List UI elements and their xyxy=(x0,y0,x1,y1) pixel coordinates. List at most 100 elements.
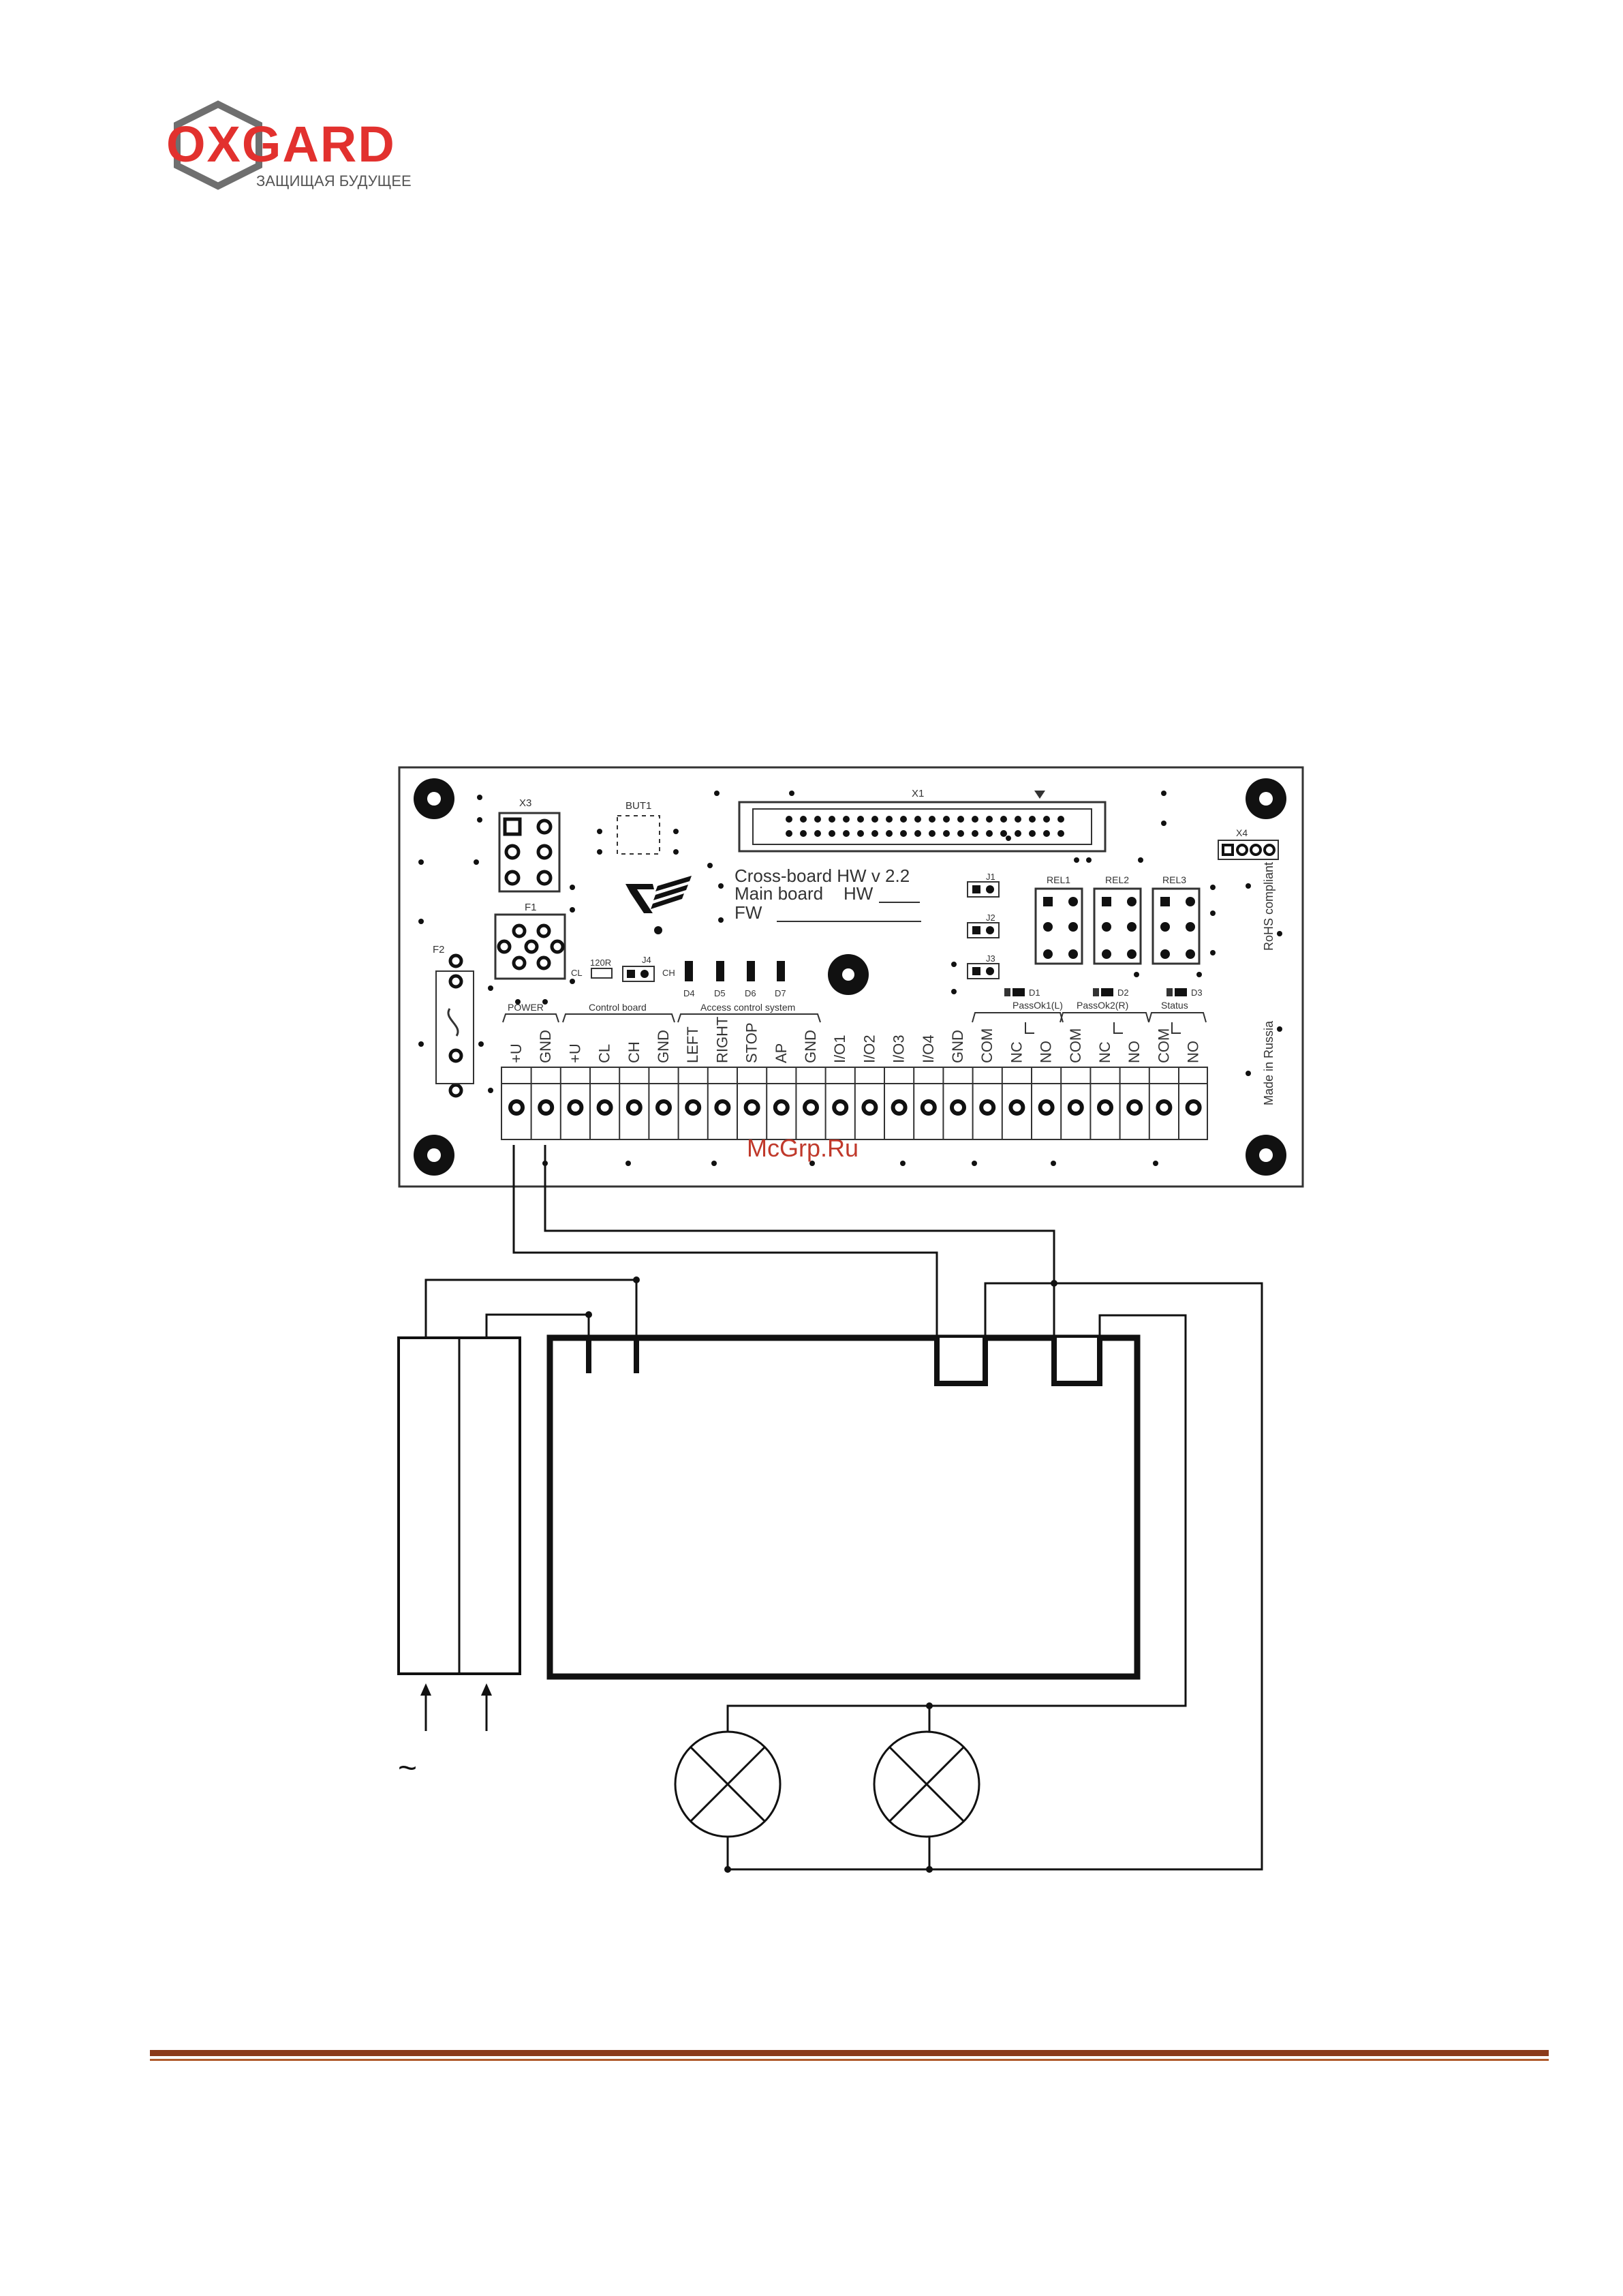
x1-pin xyxy=(1029,830,1036,837)
logo-tagline: ЗАЩИЩАЯ БУДУЩЕЕ xyxy=(256,172,412,189)
x1-pin xyxy=(914,830,921,837)
via xyxy=(477,795,482,800)
terminal-screw xyxy=(567,1099,584,1116)
via xyxy=(1153,1161,1158,1166)
terminal-label: NC xyxy=(1008,1041,1025,1063)
terminal-label: GND xyxy=(949,1030,966,1063)
jumper-j1: J1 xyxy=(967,872,1000,898)
via xyxy=(1196,972,1202,977)
terminal-label: COM xyxy=(1067,1028,1084,1063)
logo-brand-text: OXGARD xyxy=(166,116,396,172)
terminal-screw xyxy=(714,1099,731,1116)
terminal-screw xyxy=(1185,1099,1202,1116)
svg-text:CH: CH xyxy=(662,968,675,978)
svg-text:120R: 120R xyxy=(590,958,611,968)
terminal-screw xyxy=(891,1099,908,1116)
svg-text:J4: J4 xyxy=(642,955,651,965)
via xyxy=(488,1088,493,1093)
svg-text:REL2: REL2 xyxy=(1105,874,1129,885)
x1-pin xyxy=(1000,816,1007,823)
f1-fuse-holder xyxy=(494,913,566,980)
via xyxy=(418,919,424,924)
via xyxy=(1246,883,1251,889)
x1-pin xyxy=(814,816,821,823)
wire-pole-left xyxy=(984,1282,1054,1338)
terminal-screw xyxy=(1156,1099,1173,1116)
lock-box xyxy=(546,1334,1141,1680)
x1-pin xyxy=(972,830,978,837)
terminal-screw xyxy=(1126,1099,1143,1116)
x1-pin xyxy=(900,830,907,837)
svg-text:J3: J3 xyxy=(986,953,995,964)
svg-text:D1: D1 xyxy=(1029,988,1040,998)
terminal-screw xyxy=(1008,1099,1025,1116)
via xyxy=(1138,857,1143,863)
via xyxy=(1134,972,1139,977)
x1-pin xyxy=(943,816,950,823)
relay-rel3: REL3 xyxy=(1151,874,1201,965)
x1-pin xyxy=(929,830,936,837)
svg-text:D2: D2 xyxy=(1117,988,1129,998)
terminal-screw xyxy=(685,1099,702,1116)
terminal-screw xyxy=(920,1099,937,1116)
group-brackets xyxy=(502,1012,1207,1034)
svg-text:REL3: REL3 xyxy=(1162,874,1186,885)
terminal-label: NO xyxy=(1126,1041,1143,1063)
relay-rel2: REL2 xyxy=(1093,874,1142,965)
terminal-label: +U xyxy=(508,1043,525,1063)
terminal-screw xyxy=(1038,1099,1055,1116)
via xyxy=(711,1161,717,1166)
x1-pin xyxy=(857,830,864,837)
footer-bar xyxy=(150,2050,1549,2056)
x1-pins xyxy=(786,816,1064,837)
svg-text:J2: J2 xyxy=(986,913,995,923)
via xyxy=(673,849,679,855)
via xyxy=(1246,1071,1251,1076)
terminal-screw xyxy=(508,1099,525,1116)
via xyxy=(570,907,575,913)
terminal-label: NC xyxy=(1096,1041,1113,1063)
via xyxy=(477,817,482,823)
x1-pin xyxy=(886,816,893,823)
made-in-text: Made in Russia xyxy=(1262,1020,1276,1105)
x1-pin xyxy=(786,816,792,823)
jumper-j4: 120R CL J4 CH xyxy=(571,955,675,982)
f2-label: F2 xyxy=(433,944,445,955)
terminal-label: NO xyxy=(1038,1041,1055,1063)
terminal-screw xyxy=(743,1099,760,1116)
x1-pin xyxy=(1000,830,1007,837)
via xyxy=(972,1161,977,1166)
via xyxy=(1074,857,1079,863)
group-power: POWER xyxy=(508,1002,544,1013)
x1-pin xyxy=(1043,816,1050,823)
terminal-screws xyxy=(508,1067,1202,1139)
terminal-label: CH xyxy=(625,1041,643,1063)
terminal-screw xyxy=(1067,1099,1084,1116)
via xyxy=(1277,931,1282,936)
via xyxy=(1277,1026,1282,1032)
svg-text:REL1: REL1 xyxy=(1047,874,1070,885)
svg-text:CL: CL xyxy=(571,968,583,978)
hw-label: HW xyxy=(844,883,874,904)
via xyxy=(1161,791,1166,796)
wire-psu-1 xyxy=(424,1279,638,1338)
terminal-group-labels: POWER Control board Access control syste… xyxy=(508,1000,1188,1013)
rohs-text: RoHS compliant xyxy=(1262,862,1276,951)
via xyxy=(1210,910,1216,916)
x1-pin xyxy=(843,830,850,837)
via xyxy=(789,791,794,796)
via xyxy=(515,999,521,1005)
terminal-label: STOP xyxy=(743,1022,760,1063)
jumper-j2: J2 xyxy=(967,913,1000,938)
via xyxy=(478,1041,484,1047)
via xyxy=(673,829,679,834)
via xyxy=(718,917,724,923)
terminal-screw xyxy=(538,1099,555,1116)
x1-pin xyxy=(1015,830,1021,837)
via xyxy=(597,829,602,834)
lamp-left xyxy=(674,1730,782,1838)
via xyxy=(1086,857,1092,863)
via xyxy=(570,979,575,984)
terminal-label: CL xyxy=(596,1044,613,1063)
x1-pin xyxy=(814,830,821,837)
